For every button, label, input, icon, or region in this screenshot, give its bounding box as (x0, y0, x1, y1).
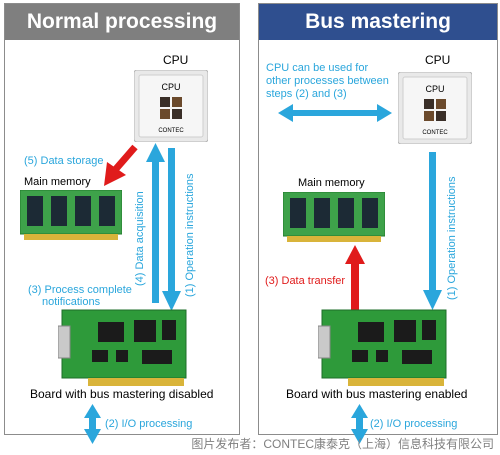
cpu-free-note-2: other processes between (266, 75, 389, 87)
data-transfer-arrow (345, 245, 365, 312)
cpu-free-double-arrow (278, 104, 392, 122)
chip-brand: CONTEC (422, 130, 448, 136)
main-memory-module (283, 192, 385, 242)
main-memory-label: Main memory (24, 176, 91, 188)
process-complete-label-1: (3) Process complete (28, 284, 132, 296)
io-double-arrow (351, 404, 368, 444)
operation-instructions-arrow (423, 152, 442, 310)
data-acquisition-arrow (146, 143, 165, 303)
panel-title: Normal processing (5, 4, 239, 40)
chip-text: CPU (161, 82, 180, 92)
publisher-footer: 图片发布者：CONTEC康泰克（上海）信息科技有限公司 (191, 437, 494, 451)
main-memory-label: Main memory (298, 177, 365, 189)
data-acquisition-label: (4) Data acquisition (134, 191, 146, 286)
operation-instructions-label: (1) Operation instructions (446, 176, 458, 301)
board-label: Board with bus mastering disabled (30, 387, 214, 401)
cpu-free-note-3: steps (2) and (3) (266, 88, 347, 100)
chip-text: CPU (425, 84, 444, 94)
operation-instructions-arrow (162, 148, 181, 311)
data-storage-label: (5) Data storage (24, 155, 104, 167)
cpu-chip: CPU CONTEC (134, 70, 208, 142)
main-memory-module (20, 190, 122, 240)
operation-instructions-label: (1) Operation instructions (184, 173, 196, 298)
cpu-label: CPU (425, 53, 451, 67)
data-transfer-label: (3) Data transfer (265, 275, 346, 287)
cpu-label: CPU (163, 53, 189, 67)
cpu-chip: CPU CONTEC (398, 72, 472, 144)
io-board (318, 309, 447, 386)
io-processing-label: (2) I/O processing (105, 418, 193, 430)
panel-title: Bus mastering (259, 4, 497, 40)
io-board (58, 309, 187, 386)
process-complete-label-2: notifications (42, 296, 101, 308)
io-processing-label: (2) I/O processing (370, 418, 458, 430)
cpu-free-note-1: CPU can be used for (266, 62, 369, 74)
chip-brand: CONTEC (158, 128, 184, 134)
data-storage-arrow (104, 144, 138, 186)
board-label: Board with bus mastering enabled (286, 387, 468, 401)
io-double-arrow (84, 404, 101, 444)
